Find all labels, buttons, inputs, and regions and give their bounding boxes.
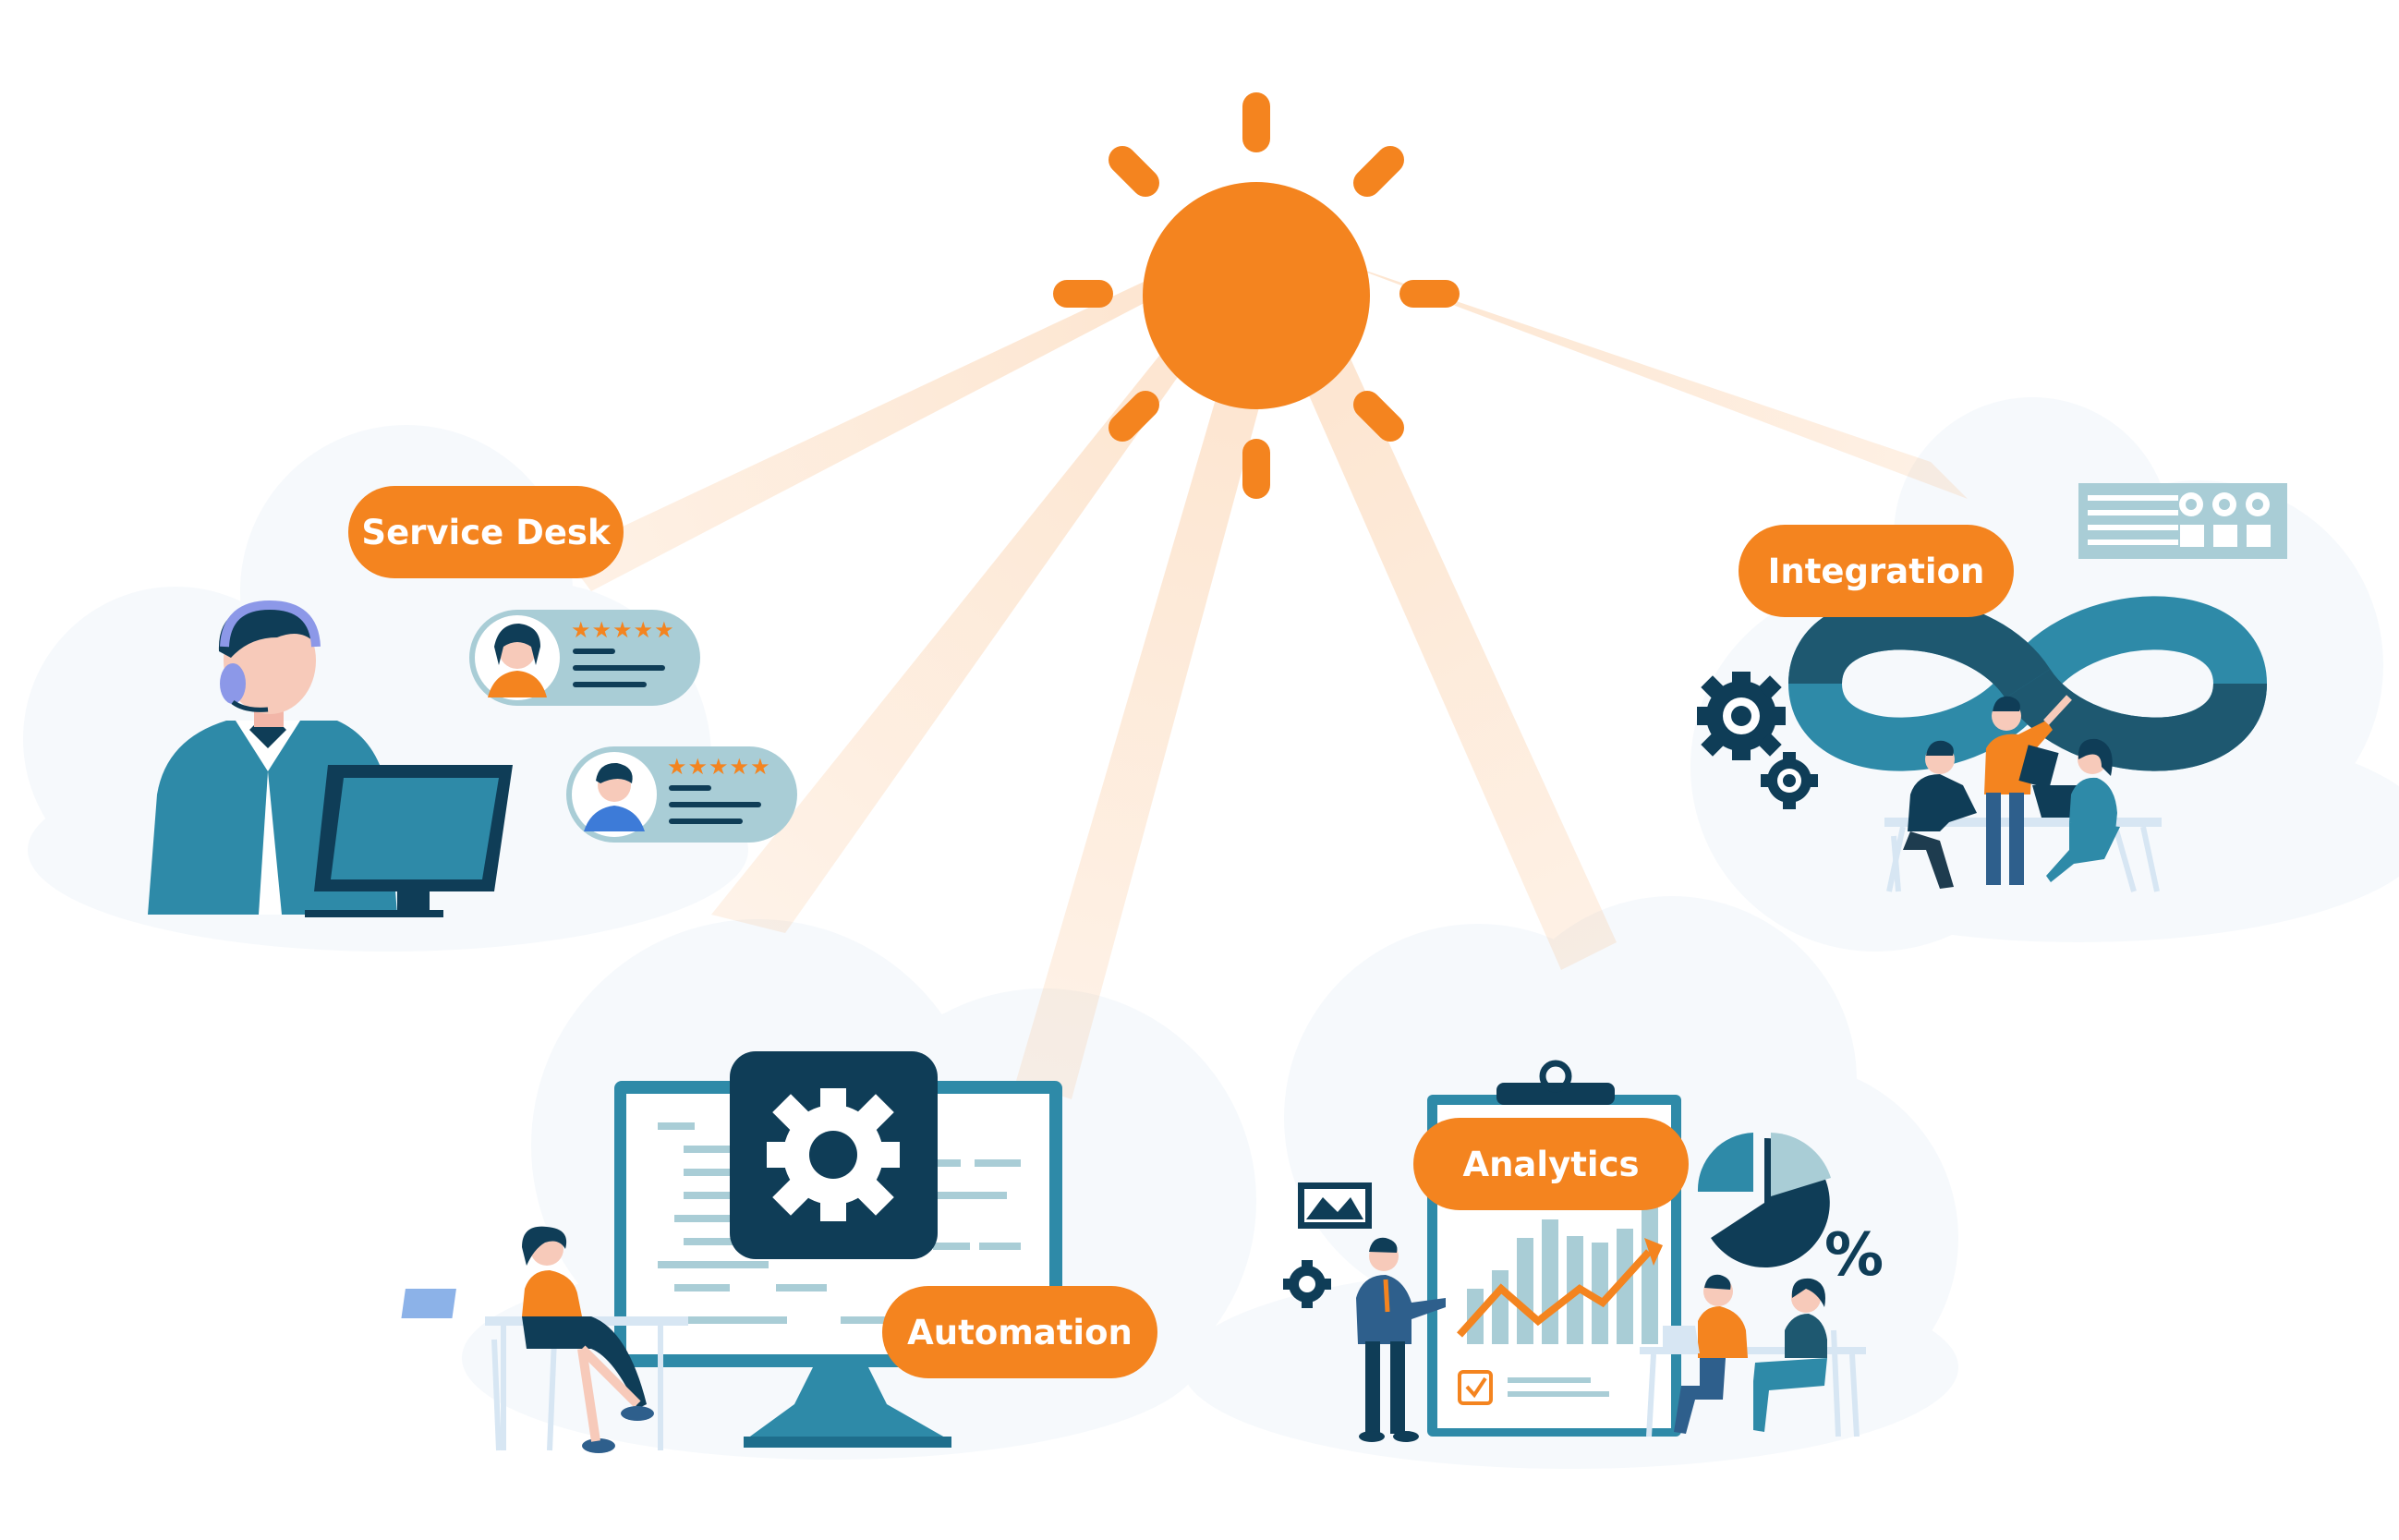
service-desk-label: Service Desk	[348, 486, 624, 578]
gear-icon-analytics	[1283, 1260, 1331, 1308]
woman-with-laptop	[401, 1226, 688, 1453]
star-rating-2: ★★★★★	[667, 754, 771, 780]
desktop-monitor-icon	[305, 765, 513, 917]
presenter-man	[1356, 1237, 1446, 1442]
sun-icon	[1053, 92, 1460, 499]
gear-icon-small	[1761, 752, 1818, 809]
star-rating-1: ★★★★★	[571, 617, 675, 643]
analytics-label: Analytics	[1413, 1118, 1689, 1210]
server-rack-icon	[2078, 483, 2287, 559]
pie-chart-icon	[1697, 1133, 1831, 1267]
automation-label: Automation	[882, 1286, 1157, 1378]
gear-icon-large	[1697, 672, 1786, 760]
gear-icon-tile	[730, 1051, 938, 1259]
percent-icon: %	[1824, 1221, 1884, 1290]
team-meeting-group	[1884, 695, 2162, 892]
analytics-team	[1640, 1274, 1866, 1437]
sun-rays	[563, 249, 1968, 1099]
review-card-woman	[469, 610, 700, 706]
review-card-man	[566, 746, 797, 843]
integration-label: Integration	[1739, 525, 2014, 617]
image-frame-icon	[1298, 1182, 1372, 1229]
